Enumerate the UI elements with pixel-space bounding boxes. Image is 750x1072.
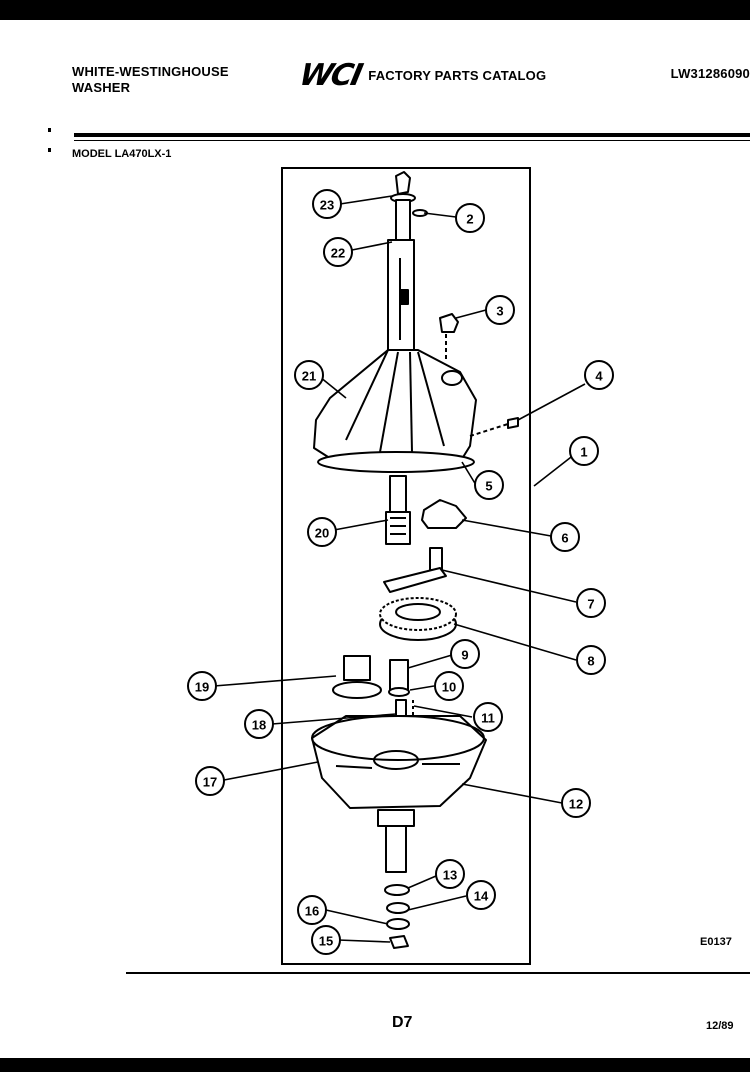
callout-20: 20	[315, 526, 329, 541]
part-22-shaft	[387, 199, 415, 351]
callout-7-circle	[576, 588, 606, 618]
callout-11: 11	[481, 711, 495, 726]
callout-5: 5	[485, 479, 492, 494]
callout-17: 17	[203, 775, 217, 790]
callout-5-circle	[474, 470, 504, 500]
part-14-washer	[386, 902, 410, 914]
callout-13-circle	[435, 859, 465, 889]
part-6-cam	[421, 499, 467, 529]
header-rule	[74, 133, 750, 137]
part-23-cap	[390, 171, 416, 203]
callout-13: 13	[443, 868, 457, 883]
callout-8: 8	[587, 654, 594, 669]
callout-2: 2	[466, 212, 473, 227]
part-16-washer	[386, 918, 410, 930]
part-19-pinion	[332, 655, 382, 699]
brand-block: WHITE-WESTINGHOUSE WASHER	[72, 64, 229, 96]
callout-12: 12	[569, 797, 583, 812]
callout-23-circle	[312, 189, 342, 219]
revision-date: 12/89	[706, 1020, 734, 1032]
callout-10-circle	[434, 671, 464, 701]
callout-circles	[187, 189, 614, 955]
callout-20-circle	[307, 517, 337, 547]
callout-15: 15	[319, 934, 333, 949]
callout-11-circle	[473, 702, 503, 732]
callout-1-circle	[569, 436, 599, 466]
callout-22-circle	[323, 237, 353, 267]
catalog-title: FACTORY PARTS CATALOG	[368, 68, 547, 83]
callout-18: 18	[252, 718, 266, 733]
callout-19-circle	[187, 671, 217, 701]
part-13-washer	[384, 884, 410, 896]
assembly-frame	[281, 167, 531, 965]
callout-9: 9	[461, 648, 468, 663]
callout-8-circle	[576, 645, 606, 675]
callout-17-circle	[195, 766, 225, 796]
callout-1: 1	[580, 445, 587, 460]
callout-3-circle	[485, 295, 515, 325]
callout-9-circle	[450, 639, 480, 669]
top-scan-border	[0, 0, 750, 20]
callout-16: 16	[305, 904, 319, 919]
catalog-heading: WCI FACTORY PARTS CATALOG	[296, 58, 547, 93]
brand-name: WHITE-WESTINGHOUSE	[72, 64, 229, 79]
callout-19: 19	[195, 680, 209, 695]
part-8-large-gear	[379, 597, 457, 641]
model-label: MODEL LA470LX-1	[72, 148, 172, 160]
callout-3: 3	[496, 304, 503, 319]
footer-rule	[126, 972, 750, 974]
leader-lines	[213, 195, 586, 943]
callout-12-circle	[561, 788, 591, 818]
callout-15-circle	[311, 925, 341, 955]
callout-22: 22	[331, 246, 345, 261]
callout-6-circle	[550, 522, 580, 552]
scan-speck	[48, 128, 51, 132]
part-21-housing-top	[313, 349, 477, 473]
callout-4: 4	[595, 369, 603, 384]
callout-7: 7	[587, 597, 594, 612]
part-7-crank	[383, 547, 447, 593]
callout-21-circle	[294, 360, 324, 390]
document-id: LW31286090	[670, 66, 750, 81]
callout-23: 23	[320, 198, 334, 213]
part-20-gear-shaft	[385, 475, 411, 545]
callout-14: 14	[474, 889, 489, 904]
product-type: WASHER	[72, 80, 131, 95]
header-rule-thin	[74, 140, 750, 141]
callout-18-circle	[244, 709, 274, 739]
callout-16-circle	[297, 895, 327, 925]
bottom-scan-border	[0, 1058, 750, 1072]
callout-6: 6	[561, 531, 568, 546]
part-4-screw	[469, 417, 519, 437]
part-17-lower-housing	[311, 715, 487, 809]
page-number: D7	[392, 1014, 413, 1031]
callout-2-circle	[455, 203, 485, 233]
part-12-drive-shaft	[377, 809, 415, 873]
part-15-clip	[389, 935, 409, 949]
callout-4-circle	[584, 360, 614, 390]
part-3-nut	[439, 313, 459, 360]
callout-14-circle	[466, 880, 496, 910]
callout-10: 10	[442, 680, 456, 695]
callout-21: 21	[302, 369, 316, 384]
scan-speck	[48, 148, 51, 152]
diagram-reference-code: E0137	[700, 936, 732, 948]
